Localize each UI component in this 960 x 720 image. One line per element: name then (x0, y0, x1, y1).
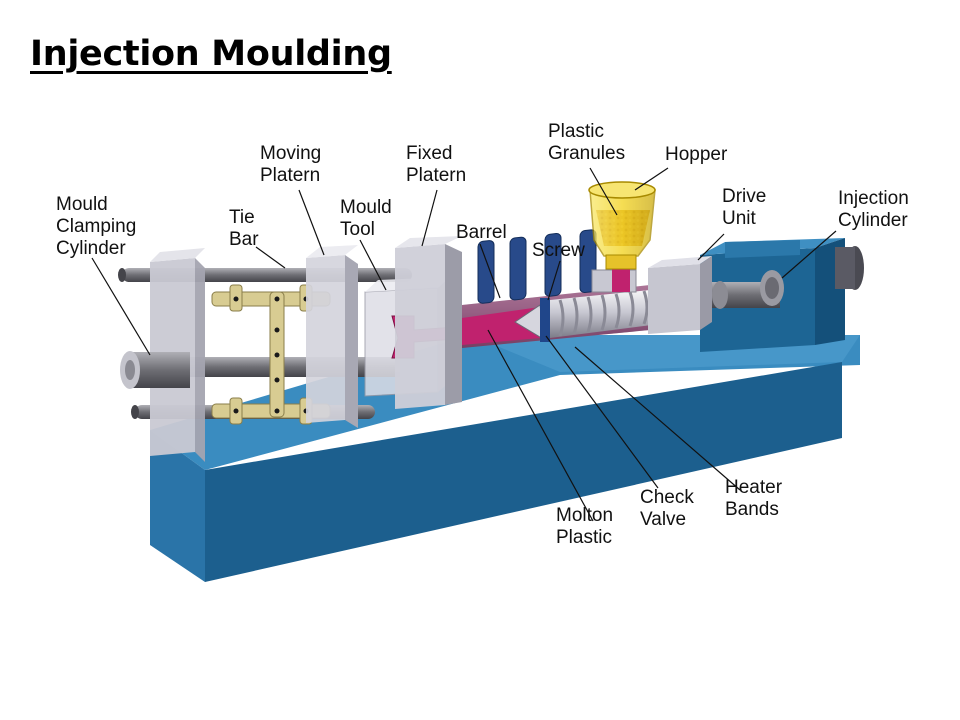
label-tie-bar: Tie Bar (229, 207, 259, 250)
fixed-platen (395, 236, 462, 409)
leader-lines (91, 167, 837, 522)
label-drive-unit: Drive Unit (722, 186, 767, 229)
molten-plastic (462, 307, 540, 345)
moving-platen (306, 245, 358, 428)
label-plastic-granules: Plastic Granules (548, 121, 626, 164)
label-injection-cylinder: Injection Cylinder (838, 188, 909, 231)
drive-unit-housing (648, 256, 712, 334)
label-check-valve: Check Valve (640, 487, 694, 530)
label-mould-clamping-cylinder: Mould Clamping Cylinder (56, 194, 137, 259)
label-mould-tool: Mould Tool (340, 197, 392, 240)
mould-clamping-cylinder (120, 351, 190, 389)
clamping-plate (150, 248, 205, 462)
label-molton-plastic: Molton Plastic (556, 505, 614, 548)
label-screw: Screw (532, 240, 585, 261)
label-moving-platen: Moving Platern (260, 143, 322, 186)
label-barrel: Barrel (456, 222, 507, 243)
label-fixed-platen: Fixed Platern (406, 143, 467, 186)
heater-bands (477, 229, 597, 304)
hopper (588, 181, 656, 270)
machine-base (150, 335, 860, 582)
label-heater-bands: Heater Bands (725, 477, 783, 520)
label-hopper: Hopper (665, 144, 728, 165)
page-title: Injection Moulding (30, 34, 392, 74)
injection-cylinder (700, 270, 784, 309)
